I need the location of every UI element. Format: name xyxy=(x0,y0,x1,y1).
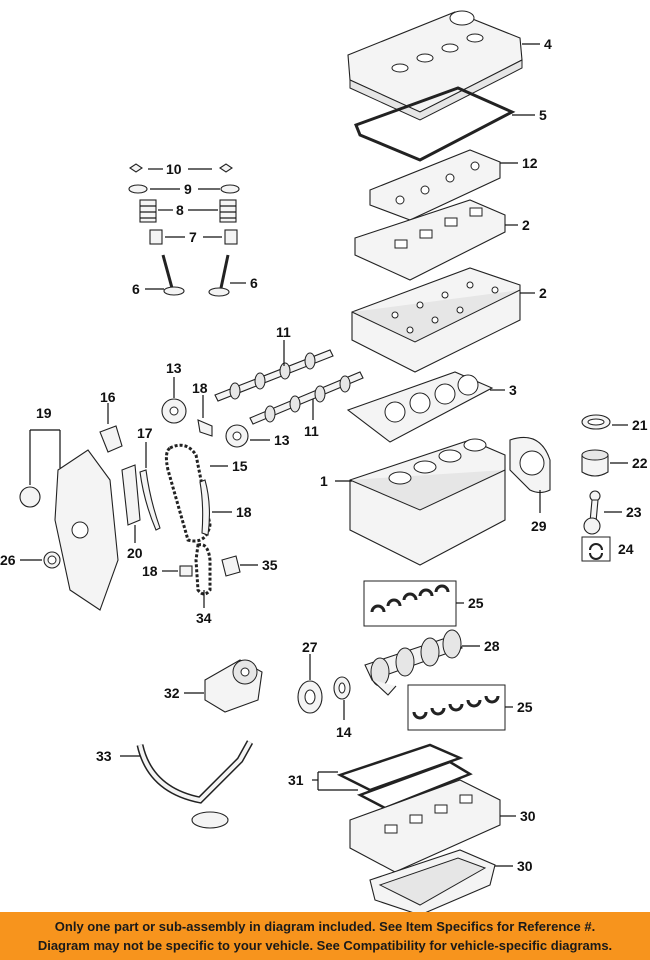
part-lower-guide xyxy=(179,565,193,577)
callout-label: 9 xyxy=(184,181,192,197)
callout-label: 2 xyxy=(539,285,547,301)
part-valve-keepers xyxy=(129,163,233,173)
part-oil-pan-gaskets xyxy=(336,743,473,810)
callout-label: 17 xyxy=(137,425,153,441)
part-valve-springs xyxy=(139,199,237,223)
callout-label: 25 xyxy=(468,595,484,611)
part-chain-tensioner xyxy=(99,425,123,453)
part-chain-guide-right xyxy=(199,479,211,536)
part-chain-guide-bolt xyxy=(197,419,213,437)
callout-label: 2 xyxy=(522,217,530,233)
part-camshaft-carrier xyxy=(369,149,501,221)
part-piston xyxy=(581,449,609,477)
callout-label: 11 xyxy=(276,324,291,340)
engine-parts-diagram: 4 5 12 2 2 3 1 xyxy=(0,10,648,912)
part-oil-pickup-tube xyxy=(136,740,254,829)
part-valve-cover-gasket xyxy=(354,86,516,162)
part-oil-pan xyxy=(369,849,496,912)
callout-label: 18 xyxy=(142,563,158,579)
callout-label: 29 xyxy=(531,518,547,534)
callout-label: 28 xyxy=(484,638,500,654)
callout-label: 23 xyxy=(626,504,642,520)
part-crankshaft xyxy=(364,629,463,696)
part-cylinder-head-upper xyxy=(354,199,506,281)
part-rod-bearing xyxy=(581,536,611,562)
part-head-gasket xyxy=(346,371,494,443)
part-chain-guide-left xyxy=(139,469,161,531)
callout-label: 22 xyxy=(632,455,648,471)
callout-label: 18 xyxy=(192,380,208,396)
callout-label: 24 xyxy=(618,541,634,557)
callout-label: 31 xyxy=(288,772,304,788)
part-oil-pump-tensioner xyxy=(221,555,241,577)
part-connecting-rod xyxy=(583,490,601,535)
part-engine-block xyxy=(349,438,506,566)
part-cylinder-head xyxy=(351,267,521,373)
part-tensioner-arm xyxy=(121,464,141,526)
callout-label: 5 xyxy=(539,107,547,123)
callout-label: 15 xyxy=(232,458,248,474)
part-crank-pulley xyxy=(297,680,323,714)
callout-label: 10 xyxy=(166,161,182,177)
callout-label: 3 xyxy=(509,382,517,398)
disclaimer-banner: Only one part or sub-assembly in diagram… xyxy=(0,912,650,960)
callout-label: 18 xyxy=(236,504,252,520)
disclaimer-line-2: Diagram may not be specific to your vehi… xyxy=(37,938,613,953)
part-valves xyxy=(161,254,230,297)
callout-label: 30 xyxy=(517,858,533,874)
part-lower-crankcase xyxy=(349,779,501,873)
callout-label: 19 xyxy=(36,405,52,421)
callout-label: 35 xyxy=(262,557,278,573)
part-timing-cover xyxy=(19,449,119,611)
part-oil-pump-chain xyxy=(194,543,212,596)
part-main-bearings-upper xyxy=(363,580,457,627)
part-timing-chain xyxy=(164,443,212,543)
callout-label: 26 xyxy=(0,552,16,568)
callout-label: 33 xyxy=(96,748,112,764)
disclaimer-line-1: Only one part or sub-assembly in diagram… xyxy=(54,919,596,934)
callout-label: 13 xyxy=(166,360,182,376)
callout-label: 14 xyxy=(336,724,352,740)
callout-label: 6 xyxy=(250,275,258,291)
part-valve-cover xyxy=(347,10,523,121)
part-valve-retainers xyxy=(128,184,240,194)
callout-label: 6 xyxy=(132,281,140,297)
callout-label: 4 xyxy=(544,36,552,52)
callout-label: 34 xyxy=(196,610,212,626)
callout-label: 13 xyxy=(274,432,290,448)
part-oil-pump xyxy=(204,659,263,713)
part-camshafts xyxy=(214,349,364,425)
callout-label: 32 xyxy=(164,685,180,701)
callout-label: 11 xyxy=(304,423,319,439)
callout-label: 20 xyxy=(127,545,143,561)
callout-label: 1 xyxy=(320,473,328,489)
callout-label: 8 xyxy=(176,202,184,218)
part-crank-sprocket xyxy=(333,676,351,700)
callout-label: 25 xyxy=(517,699,533,715)
callout-label: 30 xyxy=(520,808,536,824)
callout-label: 12 xyxy=(522,155,538,171)
callout-label: 21 xyxy=(632,417,648,433)
part-main-bearings-lower xyxy=(407,684,506,731)
part-valve-stem-seals xyxy=(149,229,238,245)
callout-label: 7 xyxy=(189,229,197,245)
callout-label: 27 xyxy=(302,639,318,655)
callout-label: 16 xyxy=(100,389,116,405)
